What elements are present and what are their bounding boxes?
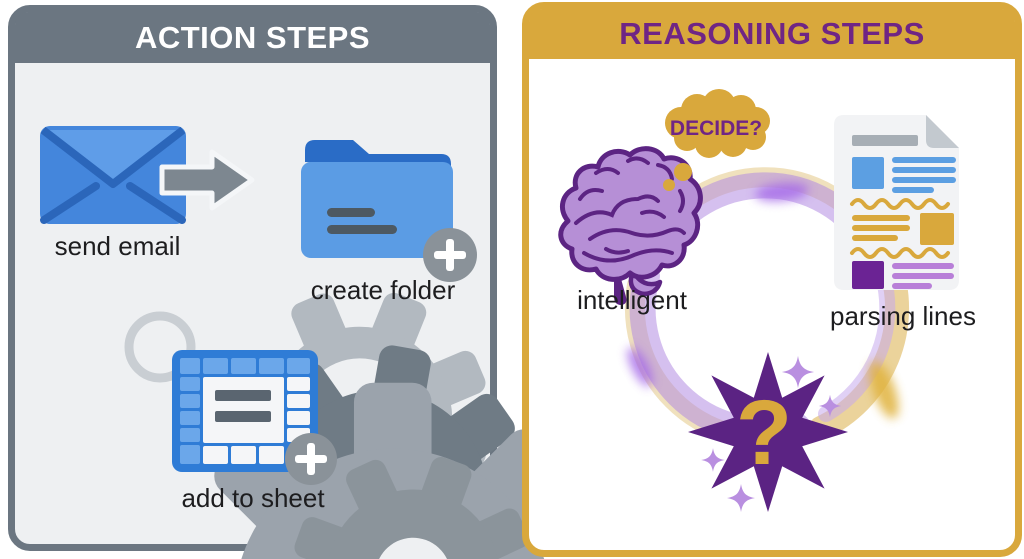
- spreadsheet-plus-icon: [172, 350, 337, 485]
- arrow-right-icon: [159, 149, 255, 211]
- plus-badge-icon: [285, 433, 337, 485]
- action-steps-header: ACTION STEPS: [15, 12, 490, 63]
- bubble-dot: [663, 179, 675, 191]
- gear-inner-ring: [124, 311, 196, 383]
- parsing-lines-label: parsing lines: [830, 301, 976, 331]
- reasoning-steps-header: REASONING STEPS: [529, 9, 1015, 59]
- send-email-label: send email: [54, 231, 181, 261]
- envelope-icon: [40, 126, 186, 224]
- add-to-sheet-label: add to sheet: [181, 483, 325, 513]
- plus-badge-icon: [423, 228, 477, 282]
- intelligent-label: intelligent: [577, 285, 687, 315]
- decide-text: DECIDE?: [670, 117, 762, 140]
- reasoning-steps-title: REASONING STEPS: [619, 16, 925, 51]
- create-folder-label: create folder: [310, 275, 456, 305]
- question-mark-text: ?: [736, 382, 792, 484]
- gear-cluster: [124, 12, 490, 544]
- bubble-dot: [674, 163, 692, 181]
- document-icon: [834, 115, 959, 290]
- folder-plus-icon: [301, 140, 477, 282]
- reasoning-steps-panel: REASONING STEPS: [522, 2, 1022, 557]
- action-steps-title: ACTION STEPS: [134, 19, 371, 55]
- thought-bubble-icon: DECIDE?: [663, 89, 770, 191]
- sparkle-icon: [701, 355, 842, 512]
- question-star-icon: ?: [688, 352, 848, 512]
- action-steps-panel: ACTION STEPS: [8, 5, 497, 551]
- page-fold: [926, 115, 959, 148]
